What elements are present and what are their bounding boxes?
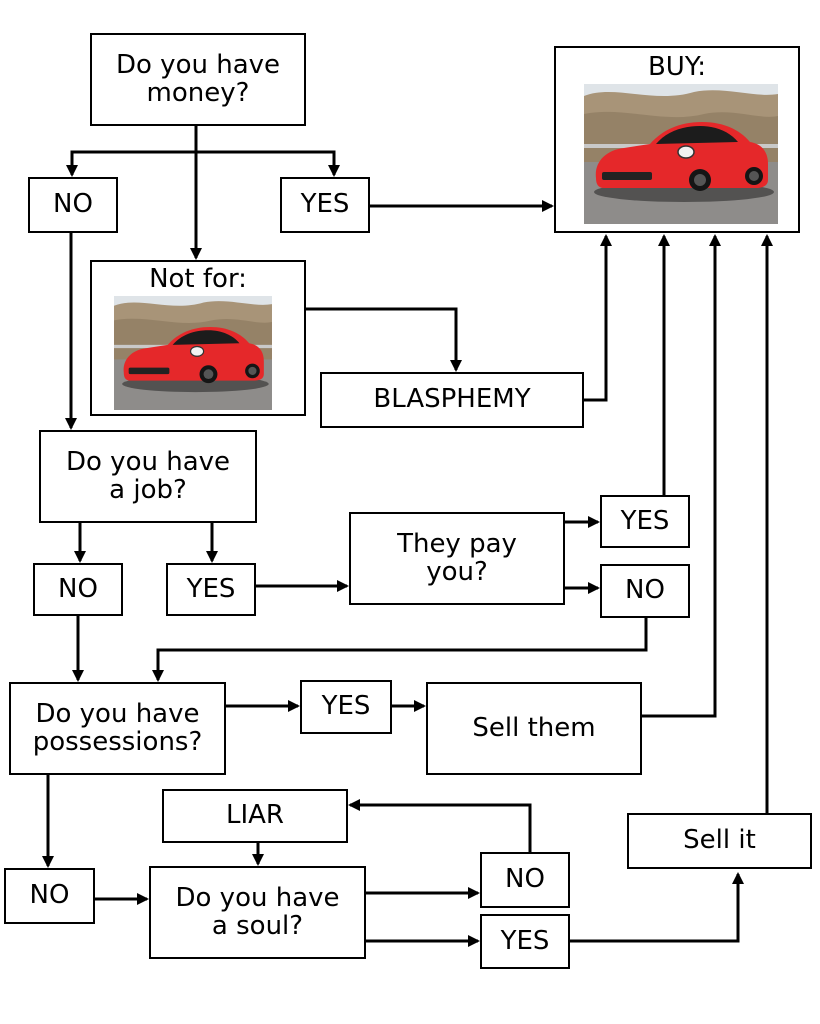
car-rear-rim (248, 366, 257, 375)
answer-possessions-no: NO (4, 868, 95, 924)
buy-box: BUY: (554, 46, 800, 233)
blasphemy-label: BLASPHEMY (373, 384, 531, 415)
car-headlight (677, 145, 695, 159)
question-soul-label: Do you have a soul? (175, 883, 340, 941)
car-windows (656, 126, 738, 144)
car-windows (172, 330, 240, 345)
answer-possessions-yes-label: YES (321, 691, 371, 722)
arrow-money-to-yes (196, 150, 340, 177)
car-rear-rim (749, 171, 759, 181)
arrow-blasphemy-to-buy (584, 234, 612, 402)
notfor-caption: Not for: (149, 264, 247, 294)
car-front-rim (694, 174, 706, 186)
answer-pay-yes-label: YES (620, 505, 670, 536)
question-possessions-label: Do you have possessions? (32, 699, 203, 757)
answer-soul-no-label: NO (505, 864, 545, 895)
sell-it-label: Sell it (683, 825, 756, 856)
arrow-sellthem-to-buy (642, 234, 721, 718)
question-possessions: Do you have possessions? (9, 682, 226, 775)
answer-money-no: NO (28, 177, 118, 233)
answer-job-yes: YES (166, 563, 256, 616)
answer-pay-no-label: NO (625, 575, 665, 606)
sell-it-box: Sell it (627, 813, 812, 869)
car-grille (128, 367, 170, 375)
answer-money-yes-label: YES (300, 189, 350, 220)
notfor-box: Not for: (90, 260, 306, 416)
answer-possessions-no-label: NO (29, 880, 70, 911)
answer-soul-yes-label: YES (500, 925, 550, 956)
answer-possessions-yes: YES (300, 680, 392, 734)
arrow-notfor-to-blasphemy (306, 307, 462, 372)
arrow-money-to-no (66, 126, 198, 177)
sell-them-box: Sell them (426, 682, 642, 775)
question-job-label: Do you have a job? (65, 447, 231, 505)
car-front-rim (203, 369, 214, 380)
arrow-soulyes-to-sellit (570, 872, 744, 943)
answer-soul-no: NO (480, 852, 570, 908)
question-job: Do you have a job? (39, 430, 257, 523)
arrow-soulno-to-liar (348, 799, 532, 852)
question-money-label: Do you have money? (115, 50, 281, 108)
car-headlight (189, 345, 205, 357)
answer-money-no-label: NO (53, 189, 93, 220)
question-pay: They pay you? (349, 512, 565, 605)
question-money: Do you have money? (90, 33, 306, 126)
question-pay-label: They pay you? (397, 529, 517, 587)
question-soul: Do you have a soul? (149, 866, 366, 959)
blasphemy-box: BLASPHEMY (320, 372, 584, 428)
sports-car-image (584, 84, 778, 224)
answer-job-no-label: NO (58, 573, 98, 604)
sports-car-image (114, 296, 272, 410)
arrow-payno-to-possessions (152, 618, 648, 682)
answer-job-no: NO (33, 563, 123, 616)
answer-money-yes: YES (280, 177, 370, 233)
answer-pay-no: NO (600, 564, 690, 618)
car-grille (602, 172, 652, 180)
buy-caption: BUY: (647, 52, 707, 82)
answer-soul-yes: YES (480, 914, 570, 969)
liar-box: LIAR (162, 789, 348, 843)
answer-job-yes-label: YES (186, 573, 236, 604)
liar-label: LIAR (225, 800, 284, 831)
sell-them-label: Sell them (472, 712, 596, 743)
answer-pay-yes: YES (600, 495, 690, 548)
